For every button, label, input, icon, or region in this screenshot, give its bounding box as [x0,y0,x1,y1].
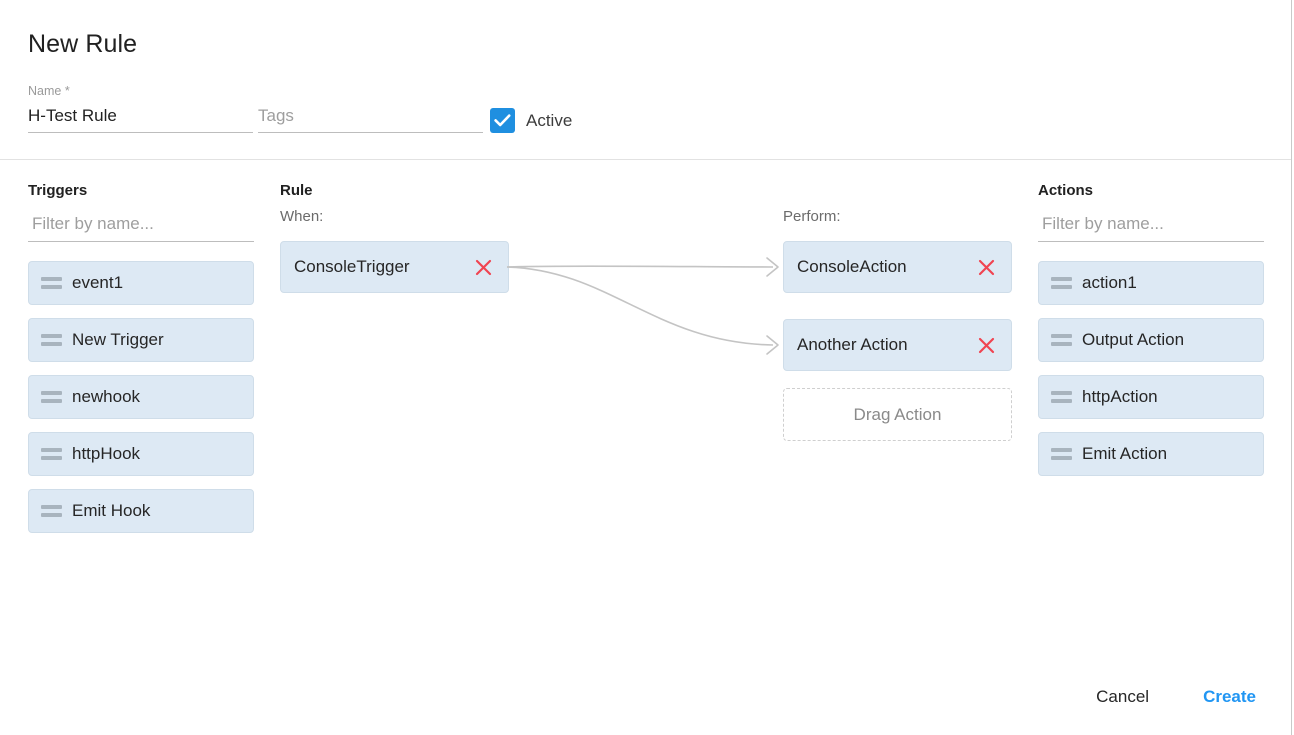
rule-panel-title: Rule [280,182,313,199]
actions-panel: Actions action1 Output Action httpAction… [1038,182,1270,489]
drag-handle-icon[interactable] [1051,448,1072,460]
drag-handle-icon[interactable] [41,334,62,346]
perform-label: Perform: [783,208,841,225]
triggers-list: event1 New Trigger newhook httpHook Emit… [28,261,260,533]
actions-panel-title: Actions [1038,182,1094,199]
action-label: action1 [1082,273,1137,292]
actions-filter-input[interactable] [1038,211,1264,242]
remove-action-icon[interactable] [975,334,997,356]
right-edge-divider [1291,0,1292,735]
action-dropzone-label: Drag Action [853,404,942,424]
footer-actions: Cancel Create [1092,681,1260,713]
trigger-list-item[interactable]: Emit Hook [28,489,254,533]
check-icon [494,114,511,127]
trigger-label: newhook [72,387,141,406]
trigger-list-item[interactable]: event1 [28,261,254,305]
rule-trigger-node[interactable]: ConsoleTrigger [280,241,509,293]
action-label: Emit Action [1082,444,1168,463]
rule-action-label: Another Action [797,335,908,354]
trigger-label: event1 [72,273,124,292]
trigger-list-item[interactable]: New Trigger [28,318,254,362]
drag-handle-icon[interactable] [41,448,62,460]
connector-arrows [506,257,779,355]
action-label: Output Action [1082,330,1185,349]
drag-handle-icon[interactable] [41,391,62,403]
tags-input[interactable] [258,103,483,133]
remove-action-icon[interactable] [975,256,997,278]
close-icon [978,337,994,353]
active-toggle-group: Active [490,108,572,133]
tags-field-group [258,84,483,136]
rule-action-node[interactable]: Another Action [783,319,1012,371]
trigger-label: Emit Hook [72,501,151,520]
trigger-label: httpHook [72,444,141,463]
drag-handle-icon[interactable] [1051,277,1072,289]
create-button[interactable]: Create [1199,681,1260,713]
rule-action-label: ConsoleAction [797,257,907,276]
action-dropzone[interactable]: Drag Action [783,388,1012,441]
name-input[interactable] [28,103,253,133]
close-icon [475,259,491,275]
remove-trigger-icon[interactable] [472,256,494,278]
action-list-item[interactable]: Output Action [1038,318,1264,362]
action-list-item[interactable]: httpAction [1038,375,1264,419]
when-label: When: [280,208,324,225]
name-field-label: Name * [28,84,70,98]
drag-handle-icon[interactable] [41,505,62,517]
triggers-panel: Triggers event1 New Trigger newhook http… [28,182,260,546]
rule-panel: Rule [280,182,313,199]
trigger-list-item[interactable]: httpHook [28,432,254,476]
actions-list: action1 Output Action httpAction Emit Ac… [1038,261,1270,476]
active-checkbox[interactable] [490,108,515,133]
page-header: New Rule Name * Active [0,0,1291,160]
close-icon [978,259,994,275]
action-list-item[interactable]: Emit Action [1038,432,1264,476]
cancel-button[interactable]: Cancel [1092,681,1153,713]
page-title: New Rule [28,30,138,58]
triggers-panel-title: Triggers [28,182,88,199]
trigger-label: New Trigger [72,330,164,349]
triggers-filter-input[interactable] [28,211,254,242]
action-label: httpAction [1082,387,1158,406]
drag-handle-icon[interactable] [1051,334,1072,346]
drag-handle-icon[interactable] [41,277,62,289]
active-label: Active [526,110,573,130]
action-list-item[interactable]: action1 [1038,261,1264,305]
rule-trigger-label: ConsoleTrigger [294,257,410,276]
trigger-list-item[interactable]: newhook [28,375,254,419]
rule-action-node[interactable]: ConsoleAction [783,241,1012,293]
name-field-group: Name * [28,84,253,136]
drag-handle-icon[interactable] [1051,391,1072,403]
